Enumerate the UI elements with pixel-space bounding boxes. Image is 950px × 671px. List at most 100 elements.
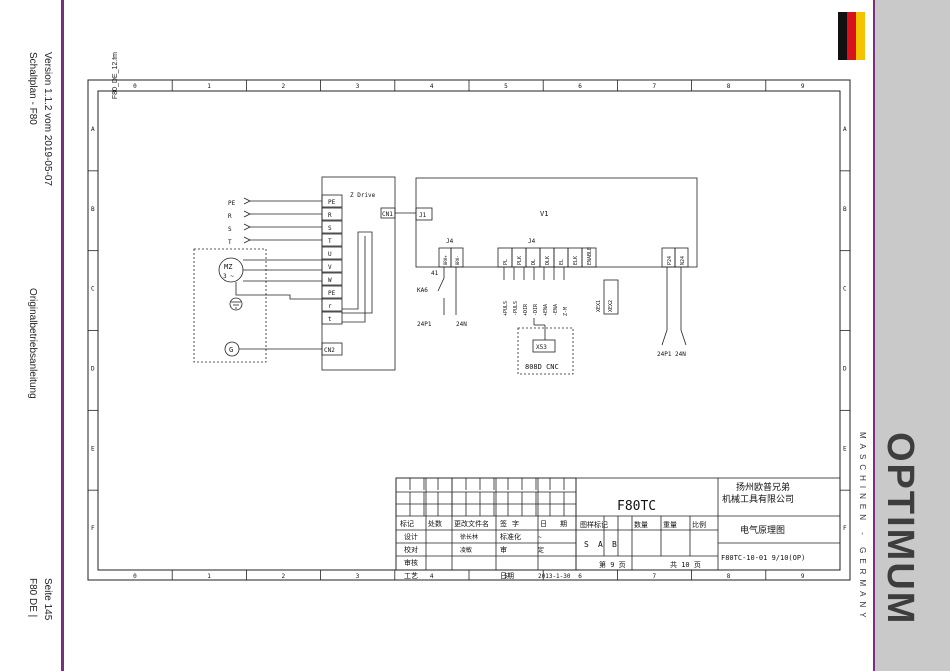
x53-port — [532, 339, 556, 353]
tb-header-6: 期 — [560, 520, 567, 528]
supply-left-24n: 24N — [456, 321, 467, 328]
signal-4: +ENA — [543, 304, 549, 316]
signal-0: +PULS — [503, 301, 509, 316]
input-label-pe: PE — [228, 200, 236, 207]
tb-header-1: 处数 — [428, 519, 442, 528]
cnc-label: 808D CNC — [525, 363, 559, 371]
grid-col-bottom-3: 3 — [356, 573, 360, 580]
sheet-number: 第 9 页 — [599, 560, 626, 569]
z-terminal-1: R — [328, 212, 332, 219]
j4-right-label: J4 — [528, 238, 536, 245]
grid-col-top-7: 7 — [653, 83, 657, 90]
tb-header-4: 字 — [512, 519, 519, 528]
mid-pin-0: PL — [503, 259, 509, 265]
z-terminal-5: V — [328, 264, 332, 271]
grid-col-bottom-6: 6 — [578, 573, 582, 580]
tb-name-0: 徐长林 — [460, 533, 478, 541]
signal-1: -PULS — [513, 301, 519, 316]
tb-role2-0: 标准化 — [500, 532, 521, 541]
grid-col-top-1: 1 — [207, 83, 211, 90]
cnc-enclosure — [517, 327, 574, 375]
j1-label: J1 — [419, 212, 427, 219]
tb-role-2: 审核 — [404, 558, 418, 567]
grid-col-top-6: 6 — [578, 83, 582, 90]
j1-port — [415, 207, 433, 221]
x53-label: X53 — [536, 344, 547, 351]
model-label: F80TC — [617, 499, 656, 514]
mid-pin-5: ELK — [573, 256, 579, 265]
grid-col-bottom-9: 9 — [801, 573, 805, 580]
german-flag-icon — [838, 12, 868, 60]
tb-mark-1: A — [598, 540, 603, 549]
tb-right-header-0: 图样标记 — [580, 520, 608, 529]
tb-val2-1: 定 — [538, 546, 544, 554]
grid-row-right-E: E — [843, 445, 847, 452]
ka6-label: KA6 — [417, 287, 428, 294]
brk-pin-0: BRK+ — [443, 255, 448, 265]
signal-3: -DIR — [533, 303, 539, 316]
tb-name-1: 凌敏 — [460, 546, 472, 554]
grid-col-bottom-5: 5 — [504, 573, 508, 580]
right-margin-bar — [873, 0, 876, 671]
tb-header-0: 标记 — [400, 519, 414, 528]
v1-title: V1 — [540, 210, 548, 218]
z-terminal-0: PE — [328, 199, 336, 206]
drawing-name: 电气原理图 — [740, 524, 785, 536]
signal-5: -ENA — [553, 304, 559, 316]
tb-header-5: 日 — [540, 520, 547, 528]
grid-col-top-4: 4 — [430, 83, 434, 90]
tb-header-2: 更改文件名 — [454, 519, 489, 528]
sheet-total: 共 10 页 — [670, 560, 701, 569]
grid-col-top-5: 5 — [504, 83, 508, 90]
mid-pin-3: DLK — [545, 256, 551, 265]
grid-row-left-C: C — [91, 286, 95, 293]
tb-header-3: 签 — [500, 519, 507, 528]
brk-pins: BRK+BRK- — [438, 247, 464, 268]
z-terminal-6: W — [328, 277, 332, 284]
encoder-g-label: G — [229, 346, 233, 354]
brand-sub: MASCHINEN - GERMANY — [858, 432, 867, 623]
grid-row-right-D: D — [843, 365, 847, 372]
grid-col-bottom-7: 7 — [653, 573, 657, 580]
tb-role2-1: 审 — [500, 545, 507, 554]
grid-col-top-3: 3 — [356, 83, 360, 90]
ground-icon — [229, 297, 243, 311]
company-line2: 机械工具有限公司 — [722, 493, 794, 505]
grid-row-left-D: D — [91, 365, 95, 372]
brand-name: OPTIMUM — [879, 432, 921, 626]
ka6-contact: 41 — [431, 270, 439, 277]
tb-right-header-1: 数量 — [634, 520, 648, 529]
cn2-label: CN2 — [324, 347, 335, 354]
signal-6: Z-M — [563, 307, 569, 316]
cn1-label: CN1 — [382, 211, 393, 218]
grid-row-right-F: F — [843, 525, 847, 532]
power-pin-1: N24 — [680, 256, 686, 265]
grid-row-left-E: E — [91, 445, 95, 452]
mid-pin-6: ENABLE — [587, 247, 593, 265]
z-terminal-2: S — [328, 225, 332, 232]
doc-page: Seite 145 — [42, 578, 53, 621]
power-pins: P24 N24 — [661, 247, 689, 268]
z-terminal-9: t — [328, 316, 332, 323]
tb-mark-0: S — [584, 540, 589, 549]
grid-col-bottom-8: 8 — [727, 573, 731, 580]
outer-frame — [87, 79, 851, 581]
xex-box — [603, 279, 619, 315]
brand-panel — [875, 0, 950, 671]
grid-col-top-8: 8 — [727, 83, 731, 90]
z-terminal-4: U — [328, 251, 332, 258]
doc-title: Schaltplan - F80 — [27, 52, 38, 125]
motor-label: MZ — [224, 263, 232, 271]
grid-row-right-B: B — [843, 206, 847, 213]
drawing-no: F80TC-10-01 9/10(OP) — [721, 554, 805, 562]
supply-left-24p1: 24P1 — [417, 321, 432, 328]
input-lines: PE R S T — [228, 197, 322, 246]
doc-manual: Originalbetriebsanleitung — [27, 288, 38, 399]
j4-left-label: J4 — [446, 238, 454, 245]
power-pin-0: P24 — [667, 256, 673, 265]
tb-role-3: 工艺 — [404, 572, 418, 580]
